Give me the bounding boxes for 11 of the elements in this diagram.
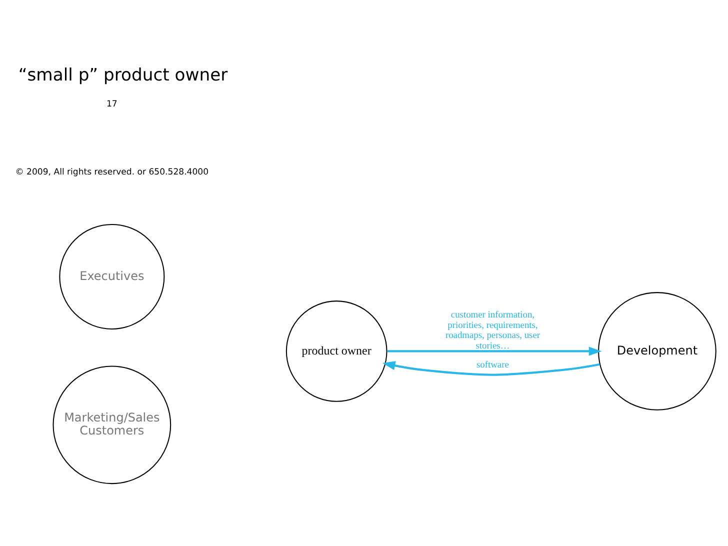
node-circle: product owner [286, 300, 388, 402]
arrow [382, 360, 600, 376]
edge-label: software [476, 360, 509, 370]
label: 17 [106, 99, 118, 110]
edge-label: customer information, priorities, requirements, roadmaps, personas, user stories… [445, 310, 540, 351]
diagram-title: “small p” product owner [18, 65, 228, 86]
node-circle: Executives [59, 223, 165, 329]
arrow [387, 346, 602, 356]
node-circle: Development [598, 292, 716, 410]
label: © 2009, All rights reserved. or 650.528.4000 [15, 166, 209, 177]
node-circle: Marketing/Sales Customers [52, 365, 172, 484]
